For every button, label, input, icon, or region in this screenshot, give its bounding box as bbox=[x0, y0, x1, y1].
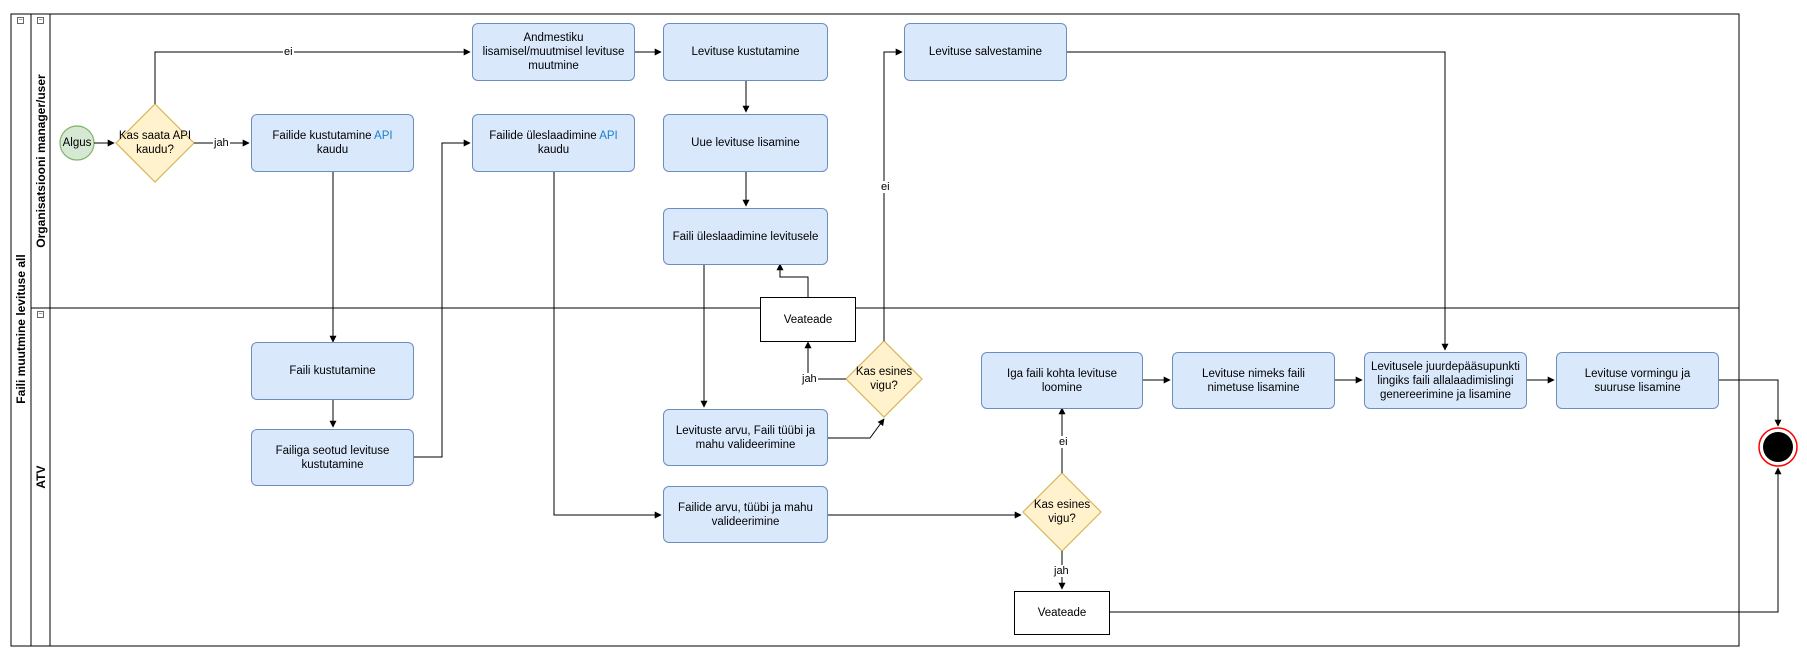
task-add-format-size-label: Levituse vormingu ja suuruse lisamine bbox=[1584, 367, 1691, 394]
task-add-distribution[interactable]: Uue levituse lisamine bbox=[663, 114, 828, 172]
edge-label-ei-bottom: ei bbox=[1058, 436, 1069, 448]
error-message-top[interactable]: Veateade bbox=[760, 297, 856, 342]
lane-title-bottom: ATV bbox=[34, 465, 48, 489]
task-upload-files-api[interactable]: Failide üleslaadimine API kaudu bbox=[472, 114, 635, 172]
start-label: Algus bbox=[62, 137, 92, 149]
edge-uploadapi-validatefiles bbox=[553, 172, 662, 519]
edge-deletelinked-uploadapi bbox=[413, 139, 471, 458]
edge-label-ei-middle: ei bbox=[880, 181, 891, 193]
task-validate-distributions-label: Levituste arvu, Faili tüübi ja mahu vali… bbox=[675, 424, 816, 451]
task-dataset-change-label: Andmestiku lisamisel/muutmisel levituse … bbox=[482, 32, 625, 72]
edge-save-accessurl bbox=[1067, 51, 1449, 351]
task-add-access-url-label: Levitusele juurdepääsupunkti lingiks fai… bbox=[1371, 360, 1520, 401]
task-delete-file[interactable]: Faili kustutamine bbox=[251, 342, 414, 400]
task-add-file-name[interactable]: Levituse nimeks faili nimetuse lisamine bbox=[1172, 352, 1335, 409]
task-validate-files-label: Failide arvu, tüübi ja mahu valideerimin… bbox=[678, 501, 813, 528]
lane-title-top: Organisatsiooni manager/user bbox=[34, 74, 48, 248]
task-add-access-url[interactable]: Levitusele juurdepääsupunkti lingiks fai… bbox=[1364, 352, 1527, 409]
task-create-distribution-per-file-label: Iga faili kohta levituse loomine bbox=[1007, 367, 1117, 394]
task-create-distribution-per-file[interactable]: Iga faili kohta levituse loomine bbox=[981, 352, 1143, 409]
task-delete-files-api-label: Failide kustutamine API kaudu bbox=[272, 130, 393, 156]
end-event-core bbox=[1763, 432, 1793, 462]
task-upload-to-distribution[interactable]: Faili üleslaadimine levitusele bbox=[663, 208, 828, 265]
lane-collapse-toggle-bottom[interactable]: − bbox=[37, 311, 44, 318]
api-highlight: API bbox=[374, 130, 393, 142]
edge-format-end bbox=[1719, 379, 1782, 427]
edge-label-jah-top: jah bbox=[801, 373, 818, 385]
decision-errors-top-label: Kas esines vigu? bbox=[855, 366, 913, 392]
task-add-file-name-label: Levituse nimeks faili nimetuse lisamine bbox=[1202, 367, 1305, 394]
task-upload-files-api-label: Failide üleslaadimine API kaudu bbox=[489, 130, 618, 156]
task-validate-distributions[interactable]: Levituste arvu, Faili tüübi ja mahu vali… bbox=[663, 409, 828, 466]
decision-api-shape[interactable] bbox=[115, 103, 195, 183]
edge-label-jah-bottom: jah bbox=[1053, 565, 1070, 577]
error-message-bottom-label: Veateade bbox=[1037, 607, 1087, 619]
task-delete-distribution[interactable]: Levituse kustutamine bbox=[663, 23, 828, 81]
edge-label-ei-top: ei bbox=[283, 46, 294, 58]
decision-api-label: Kas saata API kaudu? bbox=[118, 130, 192, 156]
error-message-top-label: Veateade bbox=[783, 313, 833, 326]
edge-decision-save-no bbox=[883, 48, 903, 341]
error-message-bottom[interactable]: Veateade bbox=[1014, 591, 1110, 635]
pool-title: Faili muutmine levituse all bbox=[14, 254, 28, 404]
pool-frame bbox=[10, 13, 1740, 647]
edge-error-bottom-end bbox=[1110, 467, 1782, 613]
task-add-format-size[interactable]: Levituse vormingu ja suuruse lisamine bbox=[1556, 352, 1719, 409]
task-delete-distribution-label: Levituse kustutamine bbox=[691, 46, 800, 58]
edge-api-no bbox=[154, 48, 471, 104]
task-dataset-change[interactable]: Andmestiku lisamisel/muutmisel levituse … bbox=[472, 23, 635, 81]
task-delete-files-api[interactable]: Failide kustutamine API kaudu bbox=[251, 114, 414, 172]
task-delete-file-label: Faili kustutamine bbox=[289, 365, 376, 377]
decision-errors-top-shape[interactable] bbox=[845, 340, 923, 418]
edges bbox=[94, 48, 1782, 613]
lane-collapse-toggle-top[interactable]: − bbox=[37, 17, 44, 24]
edge-validate-decision bbox=[828, 418, 885, 439]
pool-collapse-toggle[interactable]: − bbox=[17, 17, 24, 24]
edge-label-jah-api: jah bbox=[213, 137, 230, 149]
task-save-distribution-label: Levituse salvestamine bbox=[928, 46, 1043, 58]
task-save-distribution[interactable]: Levituse salvestamine bbox=[904, 23, 1067, 81]
task-delete-linked-distribution-label: Failiga seotud levituse kustutamine bbox=[275, 444, 390, 471]
task-add-distribution-label: Uue levituse lisamine bbox=[691, 137, 800, 149]
edge-error-upload bbox=[776, 263, 809, 297]
decision-errors-bottom-label: Kas esines vigu? bbox=[1033, 499, 1091, 525]
api-highlight: API bbox=[599, 130, 618, 142]
task-upload-to-distribution-label: Faili üleslaadimine levitusele bbox=[672, 230, 819, 243]
task-delete-linked-distribution[interactable]: Failiga seotud levituse kustutamine bbox=[251, 429, 414, 486]
task-validate-files[interactable]: Failide arvu, tüübi ja mahu valideerimin… bbox=[663, 486, 828, 543]
